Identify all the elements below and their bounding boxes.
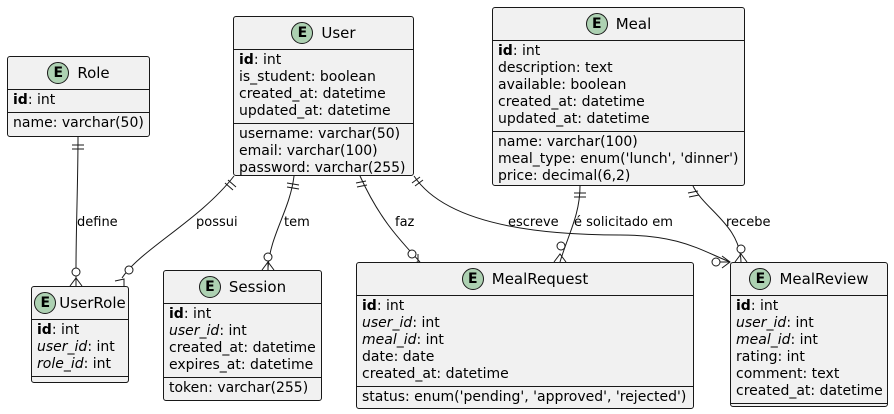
attribute: id: int (362, 298, 405, 314)
attribute: id: int (37, 322, 80, 338)
entity-session[interactable]: E Session id: int user_id: int created_a… (163, 270, 322, 401)
attribute: id: int (498, 43, 541, 59)
field-section: name: varchar(50) (8, 112, 149, 135)
attribute: user_id: int (37, 339, 115, 355)
attribute: user_id: int (362, 315, 440, 331)
attribute: id: int (13, 92, 56, 108)
attribute: created_at: datetime (239, 86, 386, 102)
attribute: meal_id: int (736, 332, 818, 348)
entity-header: E MealReview (731, 263, 887, 295)
attribute: user_id: int (736, 315, 814, 331)
entity-title: Meal (615, 15, 652, 33)
attribute: created_at: datetime (736, 383, 883, 399)
entity-title: UserRole (59, 294, 126, 312)
edge-label-faz: faz (395, 215, 415, 230)
key-section: id: int user_id: int role_id: int (32, 319, 128, 376)
edge-escreve (413, 175, 731, 263)
attribute: description: text (498, 60, 613, 76)
entity-header: E Session (164, 271, 321, 303)
entity-badge-icon: E (749, 268, 772, 290)
attribute: rating: int (736, 349, 805, 365)
attribute: password: varchar(255) (239, 160, 406, 176)
entity-title: Session (228, 278, 287, 296)
entity-header: E UserRole (32, 287, 128, 319)
field-section: status: enum('pending', 'approved', 'rej… (357, 386, 693, 409)
entity-badge-icon: E (585, 13, 608, 35)
entity-mealrequest[interactable]: E MealRequest id: int user_id: int meal_… (356, 262, 694, 409)
attribute: available: boolean (498, 77, 627, 93)
entity-header: E Meal (493, 8, 744, 40)
attribute: updated_at: datetime (498, 111, 650, 127)
entity-meal[interactable]: E Meal id: int description: text availab… (492, 7, 745, 186)
edge-label-escreve: escreve (508, 215, 559, 230)
attribute: expires_at: datetime (169, 357, 314, 373)
entity-user[interactable]: E User id: int is_student: boolean creat… (233, 16, 414, 176)
entity-role[interactable]: E Role id: int name: varchar(50) (7, 56, 150, 137)
entity-badge-icon: E (198, 276, 221, 298)
attribute: name: varchar(100) (498, 134, 638, 150)
attribute: id: int (736, 298, 779, 314)
attribute: updated_at: datetime (239, 103, 391, 119)
entity-header: E User (234, 17, 413, 49)
edge-define (75, 136, 79, 269)
key-section: id: int (8, 89, 149, 112)
edge-label-tem: tem (284, 215, 310, 230)
attribute: date: date (362, 349, 435, 365)
attribute: meal_type: enum('lunch', 'dinner') (498, 151, 739, 167)
field-section: username: varchar(50) email: varchar(100… (234, 123, 413, 180)
key-section: id: int description: text available: boo… (493, 40, 744, 131)
key-section: id: int user_id: int created_at: datetim… (164, 303, 321, 377)
key-section: id: int user_id: int meal_id: int date: … (357, 295, 693, 386)
edge-label-recebe: recebe (726, 215, 771, 230)
edge-label-define: define (77, 215, 118, 230)
entity-title: MealReview (779, 270, 869, 288)
edge-label-possui: possui (196, 215, 238, 230)
attribute: is_student: boolean (239, 69, 376, 85)
field-section (731, 403, 887, 409)
entity-badge-icon: E (291, 22, 314, 44)
attribute: price: decimal(6,2) (498, 168, 631, 184)
attribute: meal_id: int (362, 332, 444, 348)
key-section: id: int user_id: int meal_id: int rating… (731, 295, 887, 403)
entity-header: E Role (8, 57, 149, 89)
attribute: created_at: datetime (169, 340, 316, 356)
attribute: user_id: int (169, 323, 247, 339)
field-section: token: varchar(255) (164, 377, 321, 400)
attribute: comment: text (736, 366, 840, 382)
attribute: email: varchar(100) (239, 143, 378, 159)
entity-title: Role (77, 64, 110, 82)
attribute: created_at: datetime (498, 94, 645, 110)
field-section (32, 376, 128, 382)
entity-userrole[interactable]: E UserRole id: int user_id: int role_id:… (31, 286, 129, 383)
attribute: created_at: datetime (362, 366, 509, 382)
entity-title: MealRequest (491, 270, 589, 288)
attribute: token: varchar(255) (169, 380, 309, 396)
entity-title: User (321, 24, 356, 42)
edge-solicitado (559, 185, 581, 263)
entity-badge-icon: E (34, 292, 57, 314)
entity-badge-icon: E (461, 268, 484, 290)
attribute: role_id: int (37, 356, 112, 372)
key-section: id: int is_student: boolean created_at: … (234, 49, 413, 123)
attribute: id: int (239, 52, 282, 68)
attribute: status: enum('pending', 'approved', 'rej… (362, 389, 687, 405)
entity-mealreview[interactable]: E MealReview id: int user_id: int meal_i… (730, 262, 888, 407)
entity-badge-icon: E (47, 62, 70, 84)
entity-header: E MealRequest (357, 263, 693, 295)
field-section: name: varchar(100) meal_type: enum('lunc… (493, 131, 744, 188)
attribute: id: int (169, 306, 212, 322)
attribute: name: varchar(50) (13, 115, 144, 131)
edge-label-solicitado: é solicitado em (574, 215, 673, 230)
attribute: username: varchar(50) (239, 126, 401, 142)
